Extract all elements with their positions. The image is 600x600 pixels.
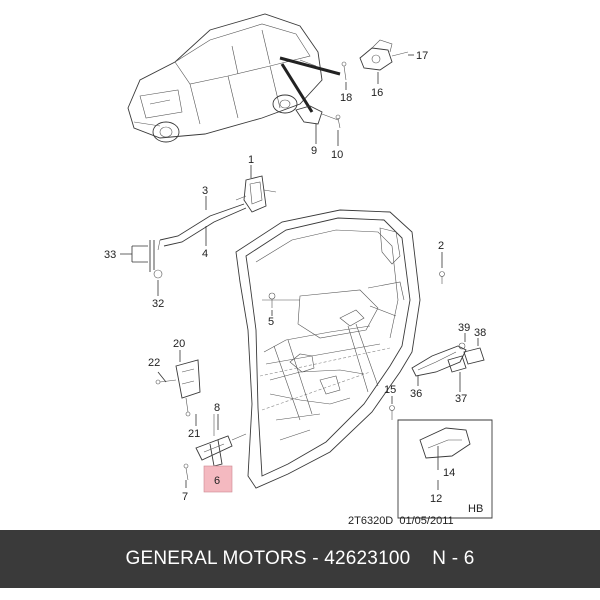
rear-door-panel	[235, 209, 421, 489]
footer-sep-1: -	[306, 548, 325, 569]
footer-position: N - 6	[432, 548, 475, 569]
drawing-date: 01/05/2011	[399, 515, 454, 527]
callout-5: 5	[268, 316, 274, 328]
callout-7: 7	[182, 491, 188, 503]
footer-bar: GENERAL MOTORS - 42623100 N - 6	[0, 530, 600, 588]
rod-clip	[149, 240, 163, 279]
footer-sep-2	[410, 548, 432, 570]
callout-9: 9	[311, 145, 317, 157]
inset-label: HB	[468, 503, 483, 515]
footer-brand: GENERAL MOTORS	[125, 548, 307, 569]
upper-hinge	[155, 359, 201, 417]
drawing-code: 2T6320D 01/05/2011	[348, 515, 454, 527]
inset-panel	[389, 405, 493, 519]
callout-38: 38	[474, 327, 486, 339]
callout-33: 33	[104, 249, 116, 261]
callout-4: 4	[202, 248, 208, 260]
callout-16: 16	[371, 87, 383, 99]
window-regulator	[273, 323, 379, 421]
inside-handle-cable-part	[295, 105, 341, 129]
callout-39: 39	[458, 322, 470, 334]
drawing-code-id: 2T6320D	[348, 515, 394, 527]
callout-21: 21	[188, 428, 200, 440]
callout-14: 14	[443, 467, 455, 479]
callout-17: 17	[416, 50, 428, 62]
callout-8: 8	[214, 402, 220, 414]
callout-15: 15	[384, 384, 396, 396]
callout-10: 10	[331, 149, 343, 161]
callout-18: 18	[340, 92, 352, 104]
bolt-part-2	[439, 271, 445, 284]
outside-door-handle	[411, 342, 485, 377]
callout-labels: 17 16 18 9 10 1 3 4 33 32 2 5 39 38 36 3…	[104, 50, 486, 515]
door-latch	[235, 175, 277, 213]
bolt-part-5	[268, 292, 276, 308]
footer-part-number: 42623100	[324, 548, 411, 569]
callout-12: 12	[430, 493, 442, 505]
callout-37: 37	[455, 393, 467, 405]
callout-36: 36	[410, 388, 422, 400]
callout-6: 6	[214, 475, 220, 487]
callout-32: 32	[152, 298, 164, 310]
callout-3: 3	[202, 185, 208, 197]
callout-22: 22	[148, 357, 160, 369]
lock-rod	[157, 203, 247, 251]
callout-1: 1	[248, 154, 254, 166]
car-illustration	[127, 13, 341, 143]
highlight-part-6	[203, 465, 233, 493]
lock-cylinder-assembly	[341, 39, 409, 81]
callout-2: 2	[438, 240, 444, 252]
leader-lines	[120, 54, 479, 490]
callout-20: 20	[173, 338, 185, 350]
door-check-link	[183, 414, 247, 481]
